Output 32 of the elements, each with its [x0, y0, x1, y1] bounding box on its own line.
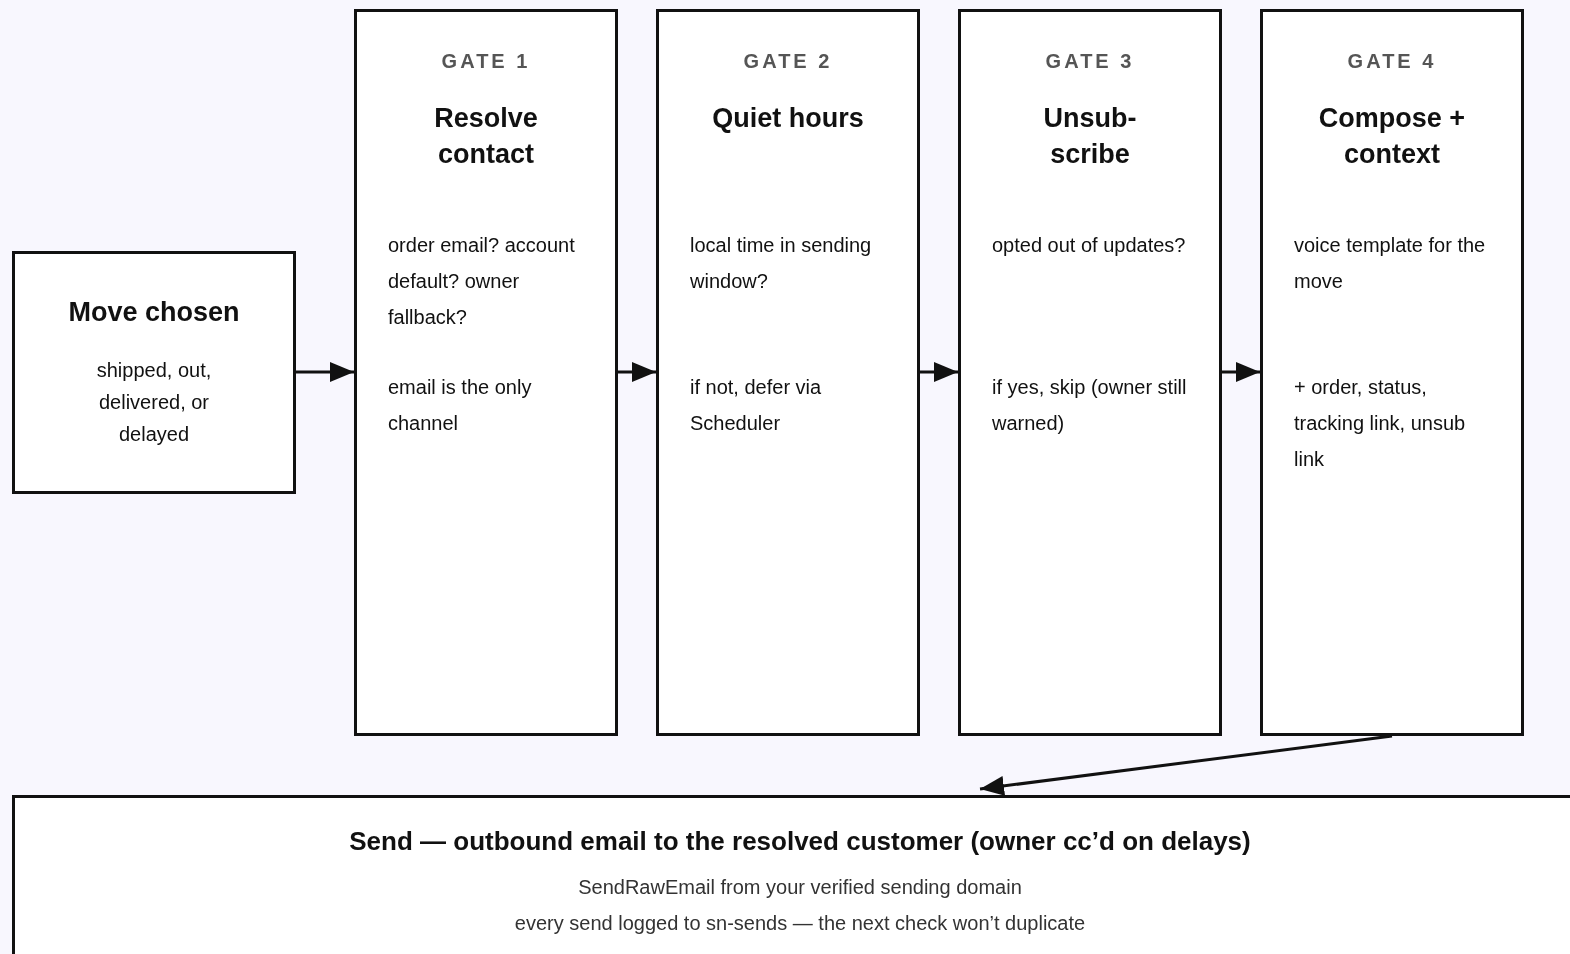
box-title: Send — outbound email to the resolved customer (owner cc’d on delays): [348, 826, 1252, 857]
arrow: [1222, 362, 1260, 382]
gate-label: GATE 3: [1044, 50, 1136, 73]
arrow: [296, 362, 354, 382]
box-description: every send logged to sn-sends — the next check won’t duplicate: [513, 912, 1087, 935]
box-note: opted out of updates?: [992, 233, 1187, 258]
gate-label: GATE 4: [1346, 50, 1438, 73]
box-title: Compose + context: [1317, 102, 1467, 171]
box-description: SendRawEmail from your verified sending domain: [577, 876, 1023, 899]
box-note: email is the only channel: [388, 375, 533, 436]
gate-label: GATE 2: [742, 50, 834, 73]
box-title: Unsub- scribe: [1042, 102, 1138, 171]
gate-box: [354, 9, 618, 736]
start-box: [12, 251, 296, 494]
arrow: [979, 734, 1393, 796]
box-note: + order, status, tracking link, unsub link: [1294, 375, 1467, 472]
gate-box: [656, 9, 920, 736]
output-box: [12, 795, 1570, 954]
box-note: local time in sending window?: [690, 233, 873, 294]
box-note: if yes, skip (owner still warned): [992, 375, 1188, 436]
arrow: [618, 362, 656, 382]
gate-box: [1260, 9, 1524, 736]
box-note: voice template for the move: [1294, 233, 1487, 294]
box-description: shipped, out, delivered, or delayed: [95, 358, 213, 447]
arrow: [920, 362, 958, 382]
box-note: order email? account default? owner fallback?: [388, 233, 576, 330]
box-note: if not, defer via Scheduler: [690, 375, 823, 436]
box-title: Move chosen: [67, 296, 241, 329]
box-title: Quiet hours: [711, 102, 865, 135]
box-title: Resolve contact: [433, 102, 539, 171]
gate-label: GATE 1: [440, 50, 532, 73]
gate-box: [958, 9, 1222, 736]
